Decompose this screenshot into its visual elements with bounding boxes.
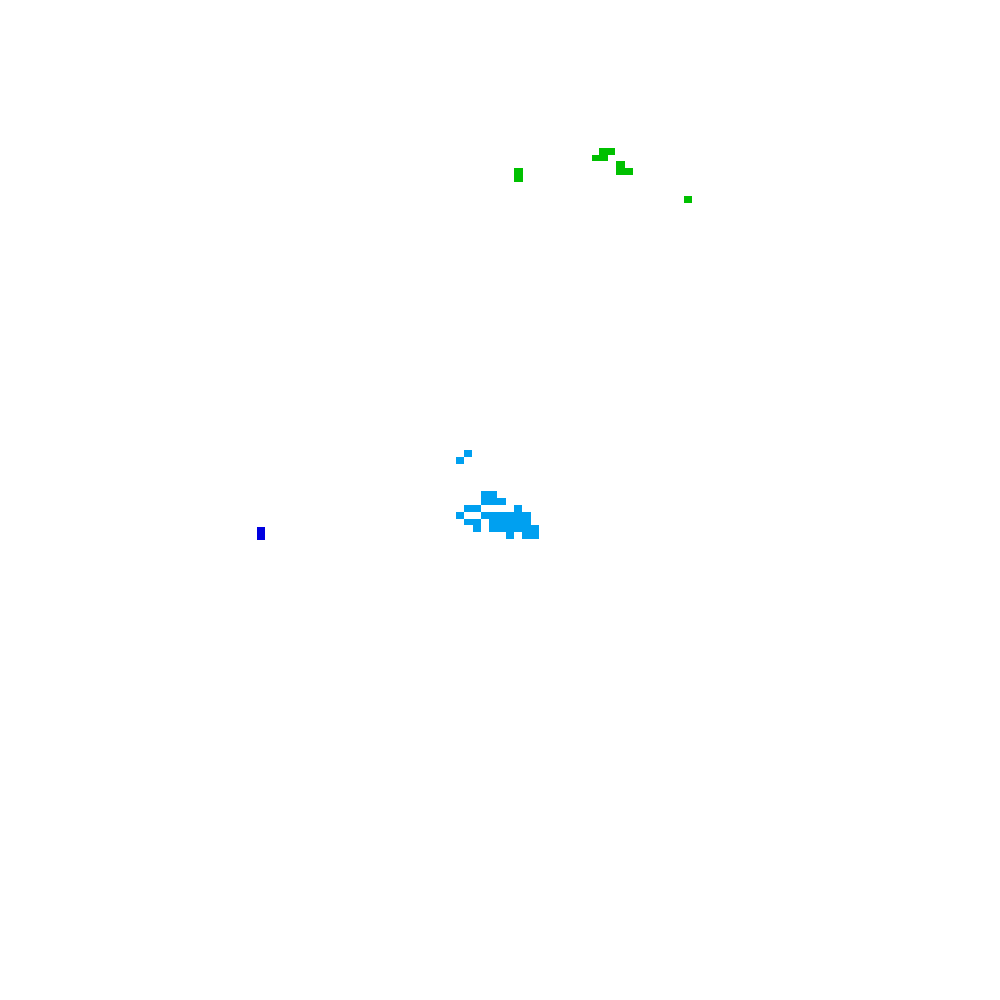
light-blue-pixel-14	[522, 532, 539, 539]
green-pixel-1	[599, 148, 615, 155]
light-blue-pixel-11	[473, 525, 481, 532]
light-blue-pixel-8	[481, 512, 531, 519]
light-blue-pixel-2	[456, 457, 464, 464]
light-blue-pixel-7	[456, 512, 464, 519]
green-pixel-5	[514, 168, 523, 182]
green-pixel-2	[592, 155, 608, 161]
light-blue-pixel-5	[464, 505, 481, 512]
light-blue-pixel-6	[514, 505, 522, 512]
light-blue-pixel-13	[506, 532, 514, 539]
light-blue-pixel-1	[464, 450, 472, 457]
green-pixel-4	[616, 168, 633, 175]
light-blue-pixel-4	[481, 498, 506, 505]
green-pixel-3	[616, 161, 625, 168]
green-pixel-6	[684, 196, 692, 203]
dark-blue-pixel-mark	[257, 527, 265, 540]
light-blue-pixel-10	[489, 519, 531, 525]
light-blue-pixel-3	[481, 491, 497, 498]
light-blue-pixel-12	[489, 525, 539, 532]
light-blue-pixel-9	[464, 519, 481, 525]
